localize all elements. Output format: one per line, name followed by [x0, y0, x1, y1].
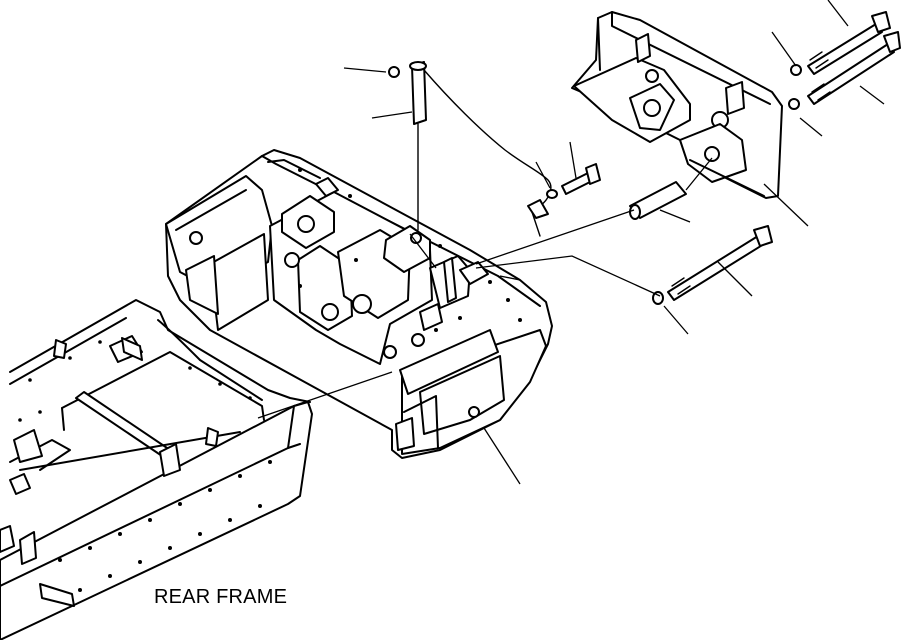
counterweight	[165, 149, 553, 459]
callout-leaders	[343, 0, 885, 485]
lock-pin-with-chain	[388, 61, 552, 237]
assembly-lines	[257, 157, 713, 419]
rear-frame-label: REAR FRAME	[154, 586, 288, 608]
mounting-bolts	[546, 11, 901, 305]
additional-counterweight	[571, 11, 783, 199]
rear-frame	[0, 299, 313, 640]
